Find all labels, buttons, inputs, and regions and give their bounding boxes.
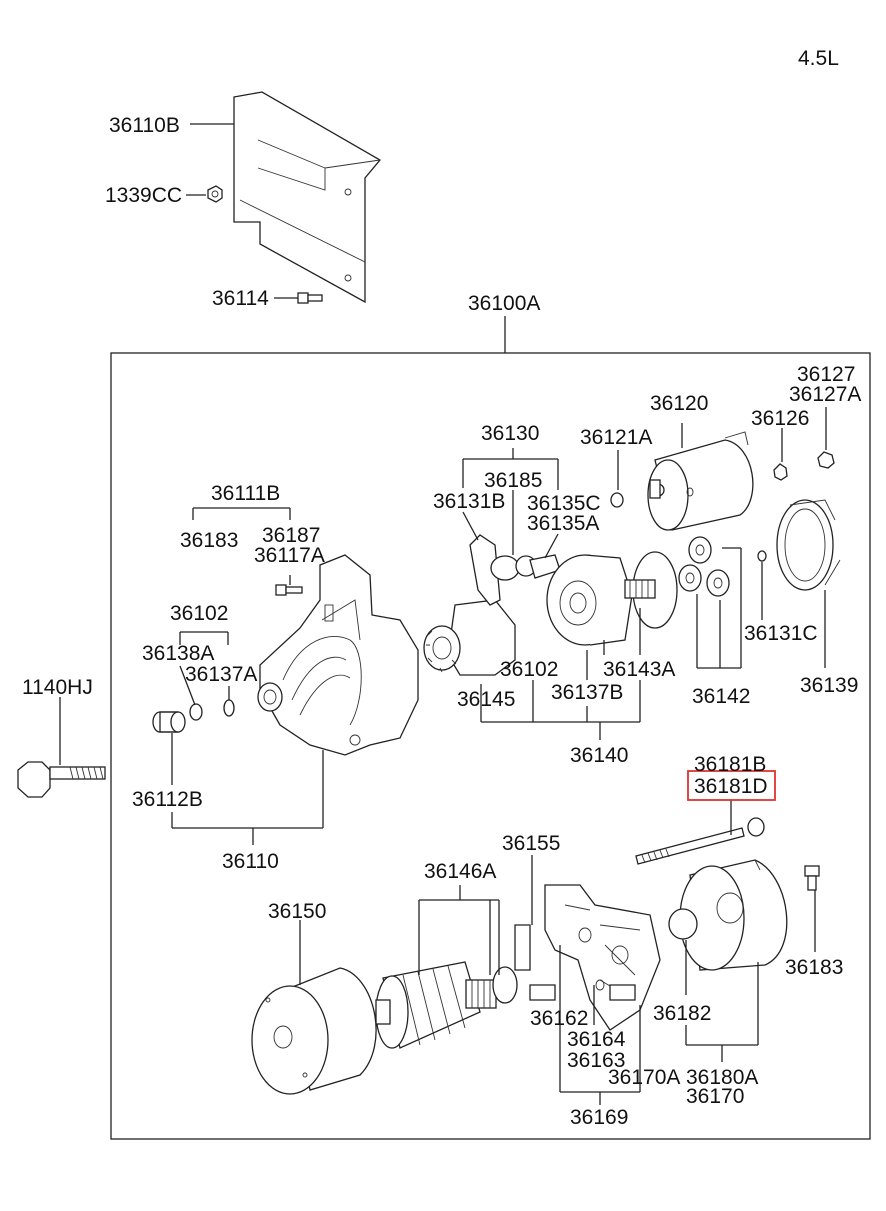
part-label: 36143A — [603, 658, 675, 681]
part-label: 36155 — [502, 832, 560, 855]
yoke-36150 — [251, 967, 377, 1095]
brush-holder-36155 — [514, 884, 661, 1031]
gasket-36139 — [776, 499, 841, 591]
part-label: 36163 — [567, 1049, 625, 1072]
screw-36183 — [804, 865, 820, 891]
part-label: 36127 — [797, 363, 855, 386]
part-label: 36126 — [751, 407, 809, 430]
through-bolt-36181d — [635, 817, 765, 865]
pinion-clutch-36145 — [423, 599, 516, 676]
heat-shield-part — [233, 91, 381, 304]
part-label: 36111B — [211, 482, 280, 505]
part-label: 36137B — [551, 681, 623, 704]
bolt-1140hj — [17, 761, 106, 798]
gear-housing-36137b — [546, 554, 633, 646]
clip-36131c — [757, 550, 767, 562]
solenoid-36120 — [647, 431, 754, 531]
part-label: 36162 — [530, 1007, 588, 1030]
planet-gears-36142 — [678, 536, 730, 597]
part-label: 36102 — [500, 658, 558, 681]
part-label: 36187 — [262, 524, 320, 547]
washer-36121a — [610, 492, 624, 508]
part-label: 36139 — [800, 674, 858, 697]
front-housing-part — [257, 554, 419, 756]
part-label: 36117A — [254, 544, 325, 567]
part-label: 36131C — [744, 622, 818, 645]
part-label: 36121A — [580, 426, 652, 449]
part-label-highlighted[interactable]: 36181D — [694, 775, 768, 798]
engine-label: 4.5L — [798, 47, 839, 70]
assembly-frame — [110, 352, 871, 1140]
part-label: 36131B — [433, 490, 505, 513]
part-label: 36145 — [457, 688, 515, 711]
part-label: 36100A — [468, 292, 540, 315]
bolt-36114 — [297, 292, 323, 304]
part-label: 36135A — [527, 512, 599, 535]
ring-36138a — [189, 703, 203, 721]
part-label: 36127A — [789, 383, 861, 406]
highlight-box — [687, 770, 776, 801]
part-label: 36120 — [650, 392, 708, 415]
rear-cover-36170 — [668, 859, 788, 971]
part-label: 36180A — [686, 1066, 758, 1089]
part-label: 36137A — [185, 663, 257, 686]
part-label: 36130 — [481, 422, 539, 445]
part-label: 36181B — [694, 753, 766, 776]
part-label: 36114 — [212, 287, 269, 310]
part-label: 36183 — [180, 529, 238, 552]
part-label: 36183 — [785, 956, 843, 979]
part-label: 36140 — [570, 744, 628, 767]
part-label: 36110B — [109, 114, 180, 137]
part-label: 36138A — [142, 642, 214, 665]
ring-36137a — [223, 699, 235, 717]
armature-36146a — [375, 961, 518, 1049]
part-label: 1140HJ — [22, 676, 93, 699]
nut-36126 — [773, 463, 788, 481]
part-label: 36164 — [567, 1028, 626, 1051]
part-label: 36142 — [692, 685, 750, 708]
screw-36117a — [275, 584, 303, 596]
part-label: 36112B — [132, 788, 203, 811]
lever-36131b — [469, 534, 561, 606]
part-label: 36185 — [484, 469, 542, 492]
part-label: 1339CC — [105, 184, 182, 207]
part-label: 36182 — [653, 1002, 711, 1025]
part-label: 36150 — [268, 900, 326, 923]
carrier-36143a — [624, 551, 678, 629]
part-label: 36170 — [686, 1085, 744, 1108]
bushing-36112b — [152, 711, 186, 733]
nut-1339cc — [207, 185, 223, 203]
part-label: 36170A — [608, 1066, 680, 1089]
part-label: 36110 — [222, 850, 279, 873]
part-label: 36102 — [170, 602, 228, 625]
part-label: 36169 — [570, 1106, 628, 1129]
part-label: 36146A — [424, 860, 496, 883]
nut-36127 — [817, 451, 835, 469]
part-label: 36135C — [527, 492, 601, 515]
